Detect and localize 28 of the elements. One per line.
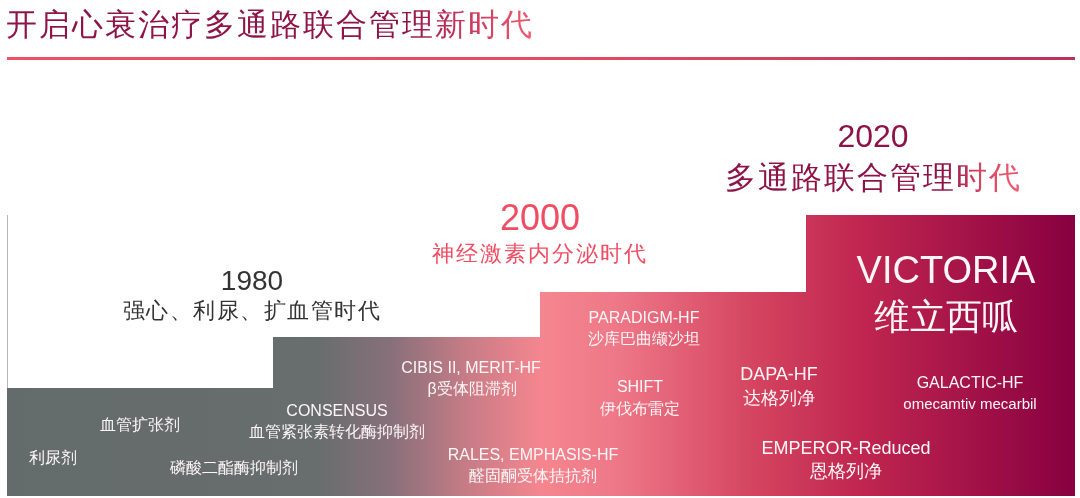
drug-name: 血管扩张剂 (100, 416, 180, 434)
era-label: 多通路联合管理时代 (724, 160, 1022, 196)
year-label: 2000 (499, 197, 581, 239)
drug-name: 伊伐布雷定 (600, 400, 680, 418)
drug-name: 醛固酮受体拮抗剂 (469, 467, 597, 485)
trial-name: CIBIS II, MERIT-HF (401, 359, 541, 377)
era-label: 神经激素内分泌时代 (432, 241, 648, 267)
drug-name: 利尿剂 (29, 449, 77, 467)
drug-name: β受体阻滞剂 (427, 380, 517, 398)
trial-name: SHIFT (616, 378, 664, 396)
trial-name: EMPEROR-Reduced (761, 437, 931, 459)
trial-name: DAPA-HF (740, 363, 818, 385)
trial-name: VICTORIA (856, 248, 1036, 292)
era-label: 强心、利尿、扩血管时代 (122, 298, 382, 324)
year-label: 2020 (837, 119, 909, 155)
drug-name: 达格列净 (743, 387, 815, 409)
drug-name: 恩格列净 (810, 460, 882, 482)
trial-name: GALACTIC-HF (916, 374, 1024, 392)
drug-name: 维立西呱 (874, 296, 1018, 338)
trial-name: RALES, EMPHASIS-HF (447, 446, 619, 464)
year-label: 1980 (220, 265, 284, 297)
drug-name: 沙库巴曲缬沙坦 (588, 330, 700, 348)
drug-name: 血管紧张素转化酶抑制剂 (249, 423, 425, 441)
trial-name: CONSENSUS (286, 402, 388, 420)
drug-name: 磷酸二酯酶抑制剂 (170, 459, 298, 477)
trial-name: PARADIGM-HF (588, 309, 700, 327)
page-title: 开启心衰治疗多通路联合管理新时代 (6, 7, 534, 43)
drug-name: omecamtiv mecarbil (903, 395, 1037, 413)
